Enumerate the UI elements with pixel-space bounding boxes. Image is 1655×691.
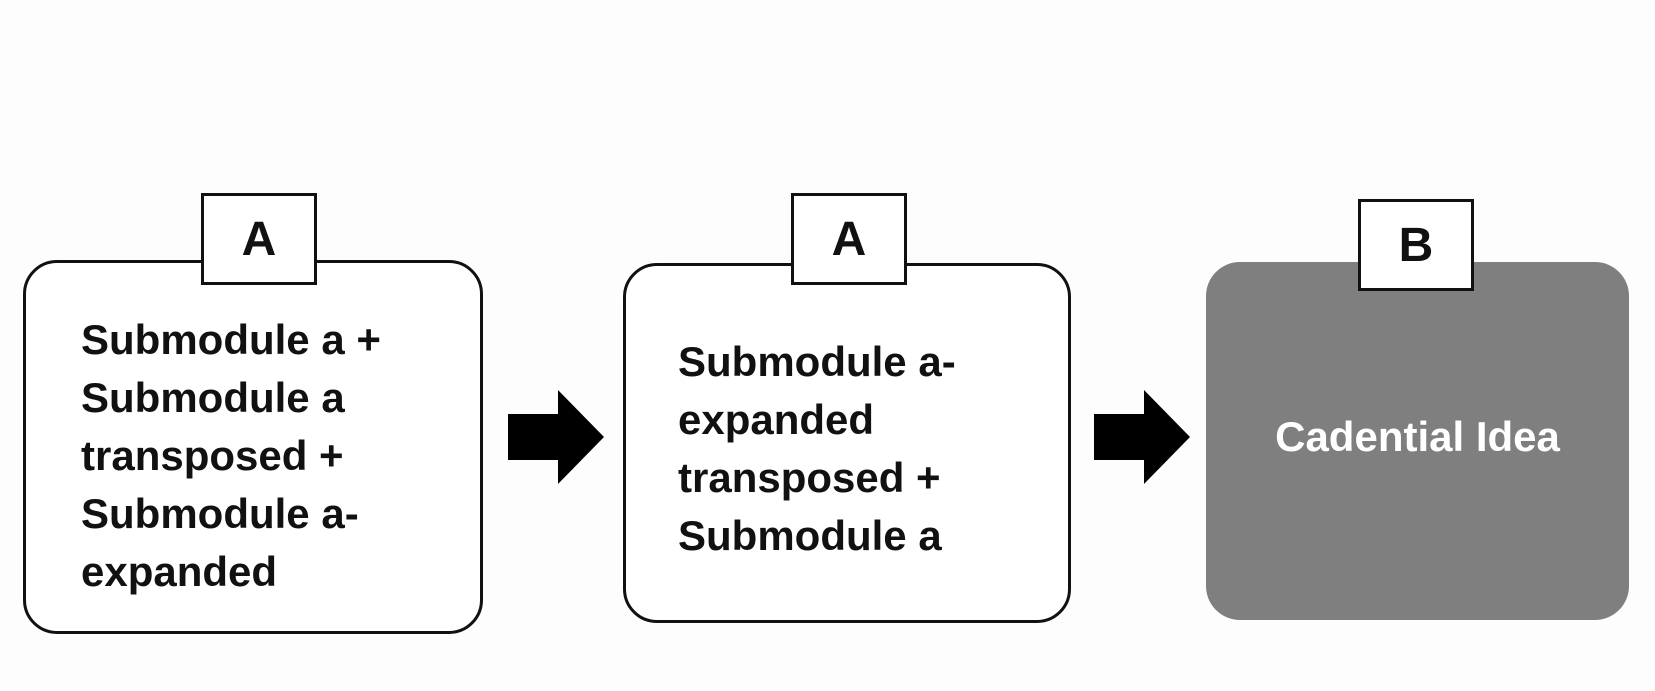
module-box-3: Cadential Idea [1206, 262, 1629, 620]
module-text-1: Submodule a + Submodule a transposed + S… [81, 316, 381, 595]
module-label-1: A [201, 193, 317, 285]
module-box-2: Submodule a- expanded transposed + Submo… [623, 263, 1071, 623]
module-label-3: B [1358, 199, 1474, 291]
module-box-1: Submodule a + Submodule a transposed + S… [23, 260, 483, 634]
right-arrow-icon [508, 390, 604, 484]
module-text-3: Cadential Idea [1275, 413, 1560, 460]
module-label-2: A [791, 193, 907, 285]
module-text-2: Submodule a- expanded transposed + Submo… [678, 338, 956, 559]
right-arrow-icon [1094, 390, 1190, 484]
